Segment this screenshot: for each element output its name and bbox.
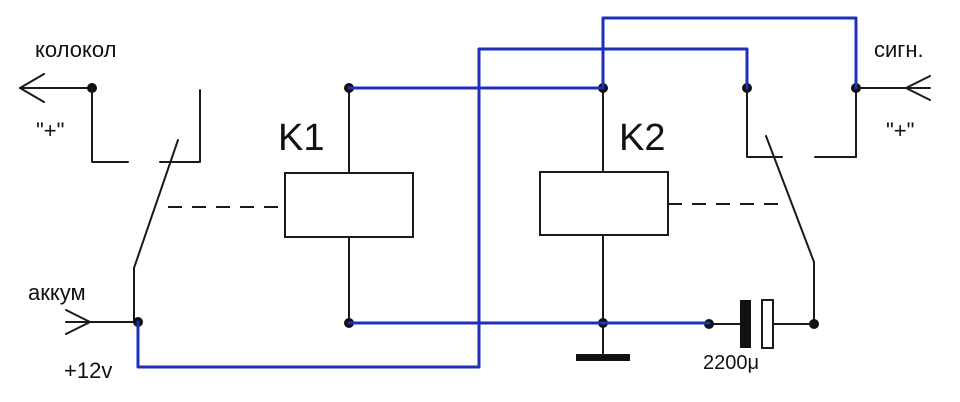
ground-symbol xyxy=(576,354,630,361)
signal-terminal-arrow xyxy=(855,75,931,101)
capacitor-positive-plate xyxy=(761,299,774,349)
relay-k2-label: K2 xyxy=(619,117,665,159)
battery-label: аккум xyxy=(28,280,86,305)
k1-switch-blade xyxy=(133,139,179,269)
k2-contact-fixed-right xyxy=(814,87,857,158)
relay-k1-label: K1 xyxy=(278,117,324,159)
signal-plus-label: "+" xyxy=(886,118,914,143)
blue-wire-supply xyxy=(136,47,749,369)
signal-label: сигн. xyxy=(874,37,924,62)
bell-terminal-arrow xyxy=(19,73,93,103)
bell-plus-label: "+" xyxy=(36,118,64,143)
battery-terminal-arrow xyxy=(65,309,139,335)
capacitor-value-label: 2200μ xyxy=(703,352,759,374)
capacitor-negative-plate xyxy=(740,300,751,348)
k1-contact-fixed-right xyxy=(159,89,201,163)
supply-voltage-label: +12v xyxy=(64,358,112,383)
k2-switch-blade xyxy=(765,135,815,263)
blue-wire-signal-loop xyxy=(601,16,858,90)
bell-label: колокол xyxy=(35,37,116,62)
k2-coil xyxy=(539,171,669,236)
k1-contact-fixed-left xyxy=(91,87,129,163)
k1-coil xyxy=(284,172,414,238)
k2-contact-fixed-left xyxy=(746,87,783,158)
